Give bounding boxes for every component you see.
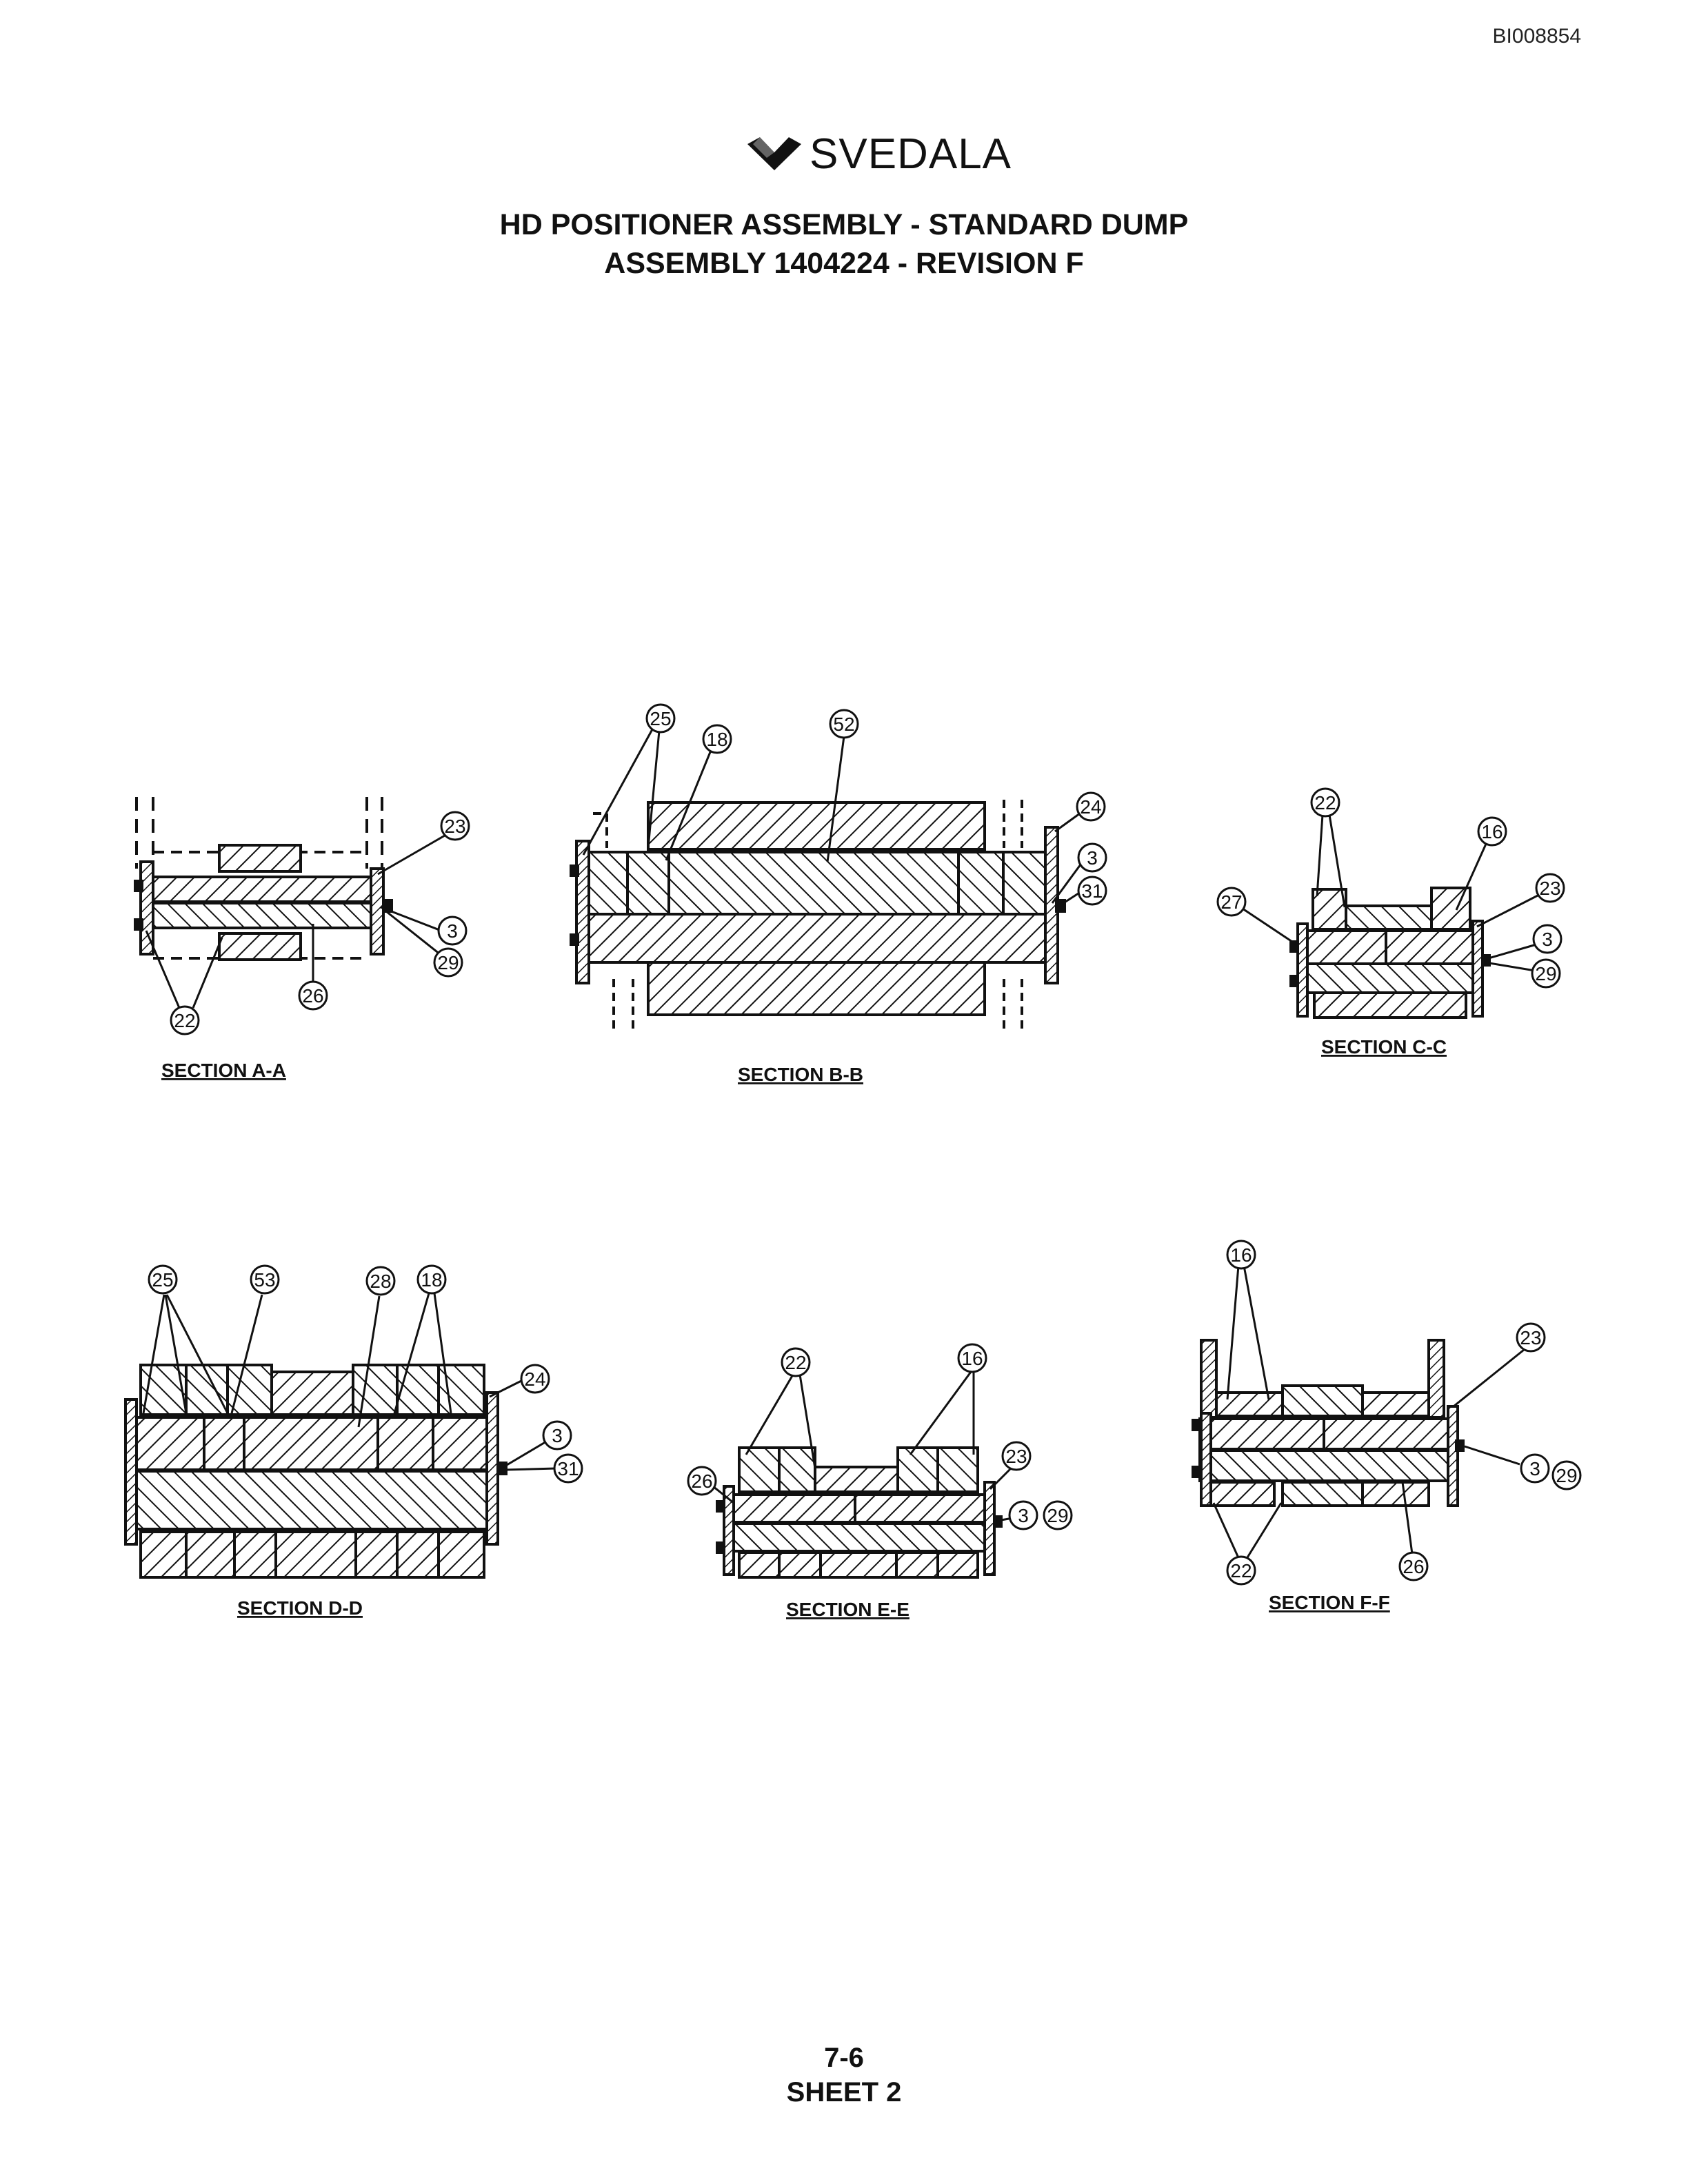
section-c-c [1289,887,1491,1019]
svg-text:53: 53 [254,1269,275,1291]
svg-text:22: 22 [1314,792,1336,813]
balloon-f-23: 23 [1516,1322,1546,1353]
svg-text:16: 16 [961,1348,983,1369]
balloon-c-16: 16 [1477,816,1507,847]
balloon-f-29: 29 [1551,1460,1582,1490]
svg-text:31: 31 [1081,880,1103,902]
balloon-b-24: 24 [1076,791,1106,822]
balloon-a-22: 22 [170,1005,200,1035]
svg-text:23: 23 [444,816,465,837]
svg-text:22: 22 [174,1010,195,1031]
svg-text:52: 52 [833,714,854,735]
balloon-f-16: 16 [1226,1240,1256,1270]
section-a-a [134,797,393,961]
svedala-logo-mark-icon [747,137,801,170]
balloon-e-16: 16 [957,1343,987,1373]
svg-text:18: 18 [706,729,727,750]
balloon-f-3: 3 [1520,1453,1550,1484]
balloon-d-24: 24 [520,1364,550,1394]
balloon-f-26: 26 [1398,1551,1429,1581]
balloon-c-29: 29 [1531,958,1561,989]
svg-text:23: 23 [1005,1446,1027,1467]
page-footer: 7-6 SHEET 2 [0,2041,1688,2110]
section-e-e [716,1446,1003,1579]
page-number: 7-6 [824,2043,864,2073]
balloon-c-3: 3 [1532,924,1563,954]
svg-text:29: 29 [1047,1505,1068,1526]
balloon-d-31: 31 [553,1453,583,1484]
svg-text:23: 23 [1520,1327,1541,1348]
svg-text:16: 16 [1230,1244,1252,1266]
svg-text:16: 16 [1481,821,1503,842]
svg-text:22: 22 [785,1352,806,1373]
balloon-a-26: 26 [298,980,328,1011]
balloons: 23 3 29 22 26 25 18 52 24 3 31 22 16 27 … [148,703,1582,1586]
svg-text:29: 29 [1535,963,1556,984]
svg-text:3: 3 [552,1425,563,1446]
balloon-b-3: 3 [1077,842,1107,873]
balloon-d-25: 25 [148,1264,178,1295]
balloon-e-29: 29 [1043,1500,1073,1530]
balloon-e-22: 22 [781,1347,811,1377]
balloon-a-29: 29 [433,947,463,978]
svg-text:27: 27 [1220,891,1242,913]
svg-text:23: 23 [1539,878,1560,899]
svg-text:3: 3 [1087,847,1098,869]
balloon-b-31: 31 [1077,876,1107,906]
svedala-logo: SVEDALA [745,130,1012,178]
svg-text:28: 28 [370,1271,391,1292]
sheet-number: SHEET 2 [786,2077,902,2107]
title-line-2: ASSEMBLY 1404224 - REVISION F [604,247,1084,280]
svg-text:25: 25 [650,708,671,729]
section-label-f-f: SECTION F-F [1269,1592,1390,1613]
svg-text:25: 25 [152,1269,173,1291]
section-f-f [1192,1339,1465,1507]
balloon-d-18: 18 [416,1264,447,1295]
document-id: BI008854 [1492,25,1581,48]
svg-text:26: 26 [302,985,323,1007]
svg-text:3: 3 [1542,929,1553,950]
balloon-a-3: 3 [437,916,468,946]
svg-text:3: 3 [1529,1458,1540,1479]
balloon-c-27: 27 [1216,887,1247,917]
svg-text:29: 29 [437,952,459,973]
svg-text:22: 22 [1230,1560,1252,1581]
drawing-title: HD POSITIONER ASSEMBLY - STANDARD DUMP A… [0,205,1688,283]
balloon-a-23: 23 [440,811,470,841]
balloon-f-22: 22 [1226,1555,1256,1586]
svg-text:26: 26 [691,1470,712,1492]
section-label-c-c: SECTION C-C [1321,1036,1447,1058]
section-d-d [124,1364,508,1579]
balloon-e-3: 3 [1008,1500,1038,1530]
section-label-a-a: SECTION A-A [161,1060,286,1081]
balloon-c-22: 22 [1310,787,1340,818]
svg-text:29: 29 [1556,1465,1577,1486]
title-line-1: HD POSITIONER ASSEMBLY - STANDARD DUMP [499,208,1189,241]
section-labels: SECTION A-A SECTION B-B SECTION C-C SECT… [161,1036,1447,1620]
svg-text:26: 26 [1403,1556,1424,1577]
balloon-d-53: 53 [250,1264,280,1295]
balloon-d-28: 28 [365,1266,396,1296]
svg-text:31: 31 [557,1458,579,1479]
balloon-c-23: 23 [1535,873,1565,903]
leader-lines [142,729,1540,1561]
logo-text: SVEDALA [810,130,1012,178]
svg-text:24: 24 [524,1368,545,1390]
section-label-d-d: SECTION D-D [237,1597,363,1619]
section-b-b [570,800,1066,1031]
balloon-b-25: 25 [645,703,676,734]
balloon-e-26: 26 [687,1466,717,1496]
balloon-b-52: 52 [829,709,859,739]
balloon-b-18: 18 [702,724,732,754]
svg-text:3: 3 [1018,1505,1029,1526]
svg-text:24: 24 [1080,796,1101,818]
balloon-d-3: 3 [542,1420,572,1450]
svg-text:18: 18 [421,1269,442,1291]
svg-text:3: 3 [447,920,458,942]
section-label-b-b: SECTION B-B [738,1064,863,1085]
section-label-e-e: SECTION E-E [786,1599,910,1620]
balloon-e-23: 23 [1001,1441,1032,1471]
